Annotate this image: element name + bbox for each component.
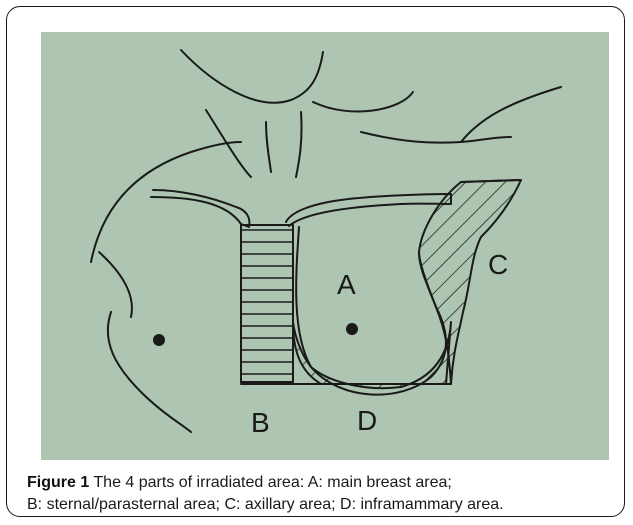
figure-caption: Figure 1 The 4 parts of irradiated area:… [27,472,627,516]
right-shoulder-line [313,92,413,111]
sternal-area [241,225,293,382]
left-shoulder-line [91,142,241,262]
label-a: A [337,269,356,300]
caption-line-1: Figure 1 The 4 parts of irradiated area:… [27,472,627,494]
chin-line [181,50,323,103]
chest-sketch: A B C D [41,32,609,460]
neck-mid-line [266,122,271,172]
label-b: B [251,407,270,438]
caption-line-2: B: sternal/parasternal area; C: axillary… [27,494,627,516]
left-breast-outline [108,312,191,432]
neck-right-line [296,112,302,177]
figure-frame: A B C D Figure 1 The 4 parts of irradiat… [6,6,625,517]
right-trap-line [361,132,511,143]
right-clavicle [286,194,451,226]
left-nipple [153,334,165,346]
inframammary-area [293,322,451,388]
label-c: C [488,249,508,280]
figure-label: Figure 1 [27,474,89,491]
caption-text-1: The 4 parts of irradiated area: A: main … [93,474,451,491]
left-breast-top [99,252,132,317]
right-nipple [346,323,358,335]
figure-photo: A B C D [41,32,609,460]
axillary-area [419,180,521,384]
right-arm-line [461,87,561,142]
left-clavicle [151,190,249,227]
label-d: D [357,405,377,436]
